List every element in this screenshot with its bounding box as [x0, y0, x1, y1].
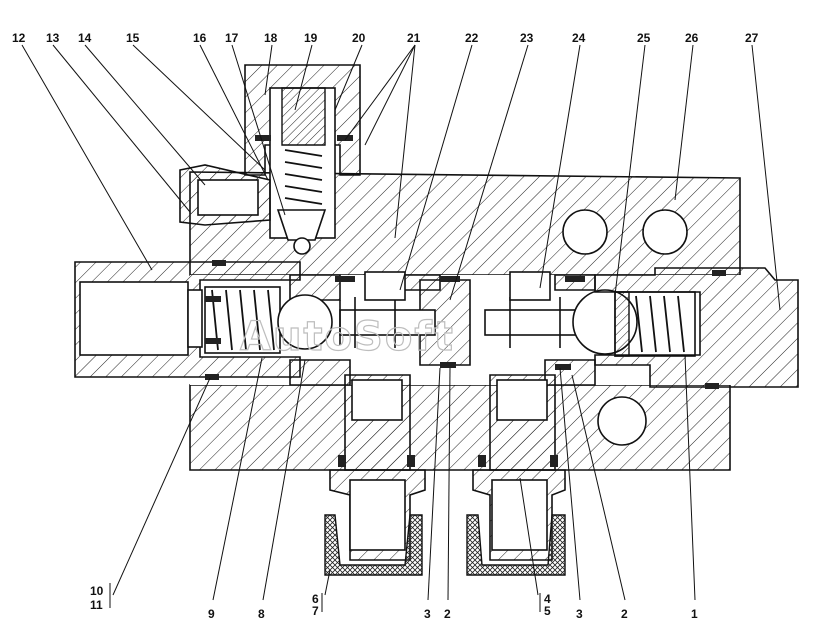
label-6: 6 [312, 592, 319, 606]
watermark-text: AutoSoft [240, 314, 455, 360]
label-12: 12 [12, 31, 26, 45]
label-14: 14 [78, 31, 92, 45]
label-26: 26 [685, 31, 699, 45]
label-15: 15 [126, 31, 140, 45]
label-3-left: 3 [424, 607, 431, 621]
central-spool [339, 279, 581, 366]
label-2-left: 2 [444, 607, 451, 621]
outlet-fitting-left [324, 374, 426, 576]
right-end-cap [594, 267, 799, 389]
label-22: 22 [465, 31, 479, 45]
label-9: 9 [208, 607, 215, 621]
label-16: 16 [193, 31, 207, 45]
label-27: 27 [745, 31, 759, 45]
outlet-fitting-right [466, 374, 566, 576]
label-7: 7 [312, 604, 319, 618]
label-11: 11 [90, 598, 103, 612]
label-24: 24 [572, 31, 586, 45]
label-10: 10 [90, 584, 104, 598]
left-plug [74, 261, 301, 378]
leader-lines [21, 44, 781, 612]
label-18: 18 [264, 31, 278, 45]
label-1: 1 [691, 607, 698, 621]
label-5: 5 [544, 604, 551, 618]
label-17: 17 [225, 31, 239, 45]
label-2-right: 2 [621, 607, 628, 621]
label-8: 8 [258, 607, 265, 621]
label-21: 21 [407, 31, 421, 45]
label-3-right: 3 [576, 607, 583, 621]
label-19: 19 [304, 31, 318, 45]
label-23: 23 [520, 31, 534, 45]
label-25: 25 [637, 31, 651, 45]
label-20: 20 [352, 31, 366, 45]
label-4: 4 [544, 592, 551, 606]
left-ball [277, 294, 333, 350]
side-fitting [179, 164, 271, 226]
relief-valve [244, 64, 361, 255]
label-13: 13 [46, 31, 60, 45]
upper-check-valves [205, 260, 585, 380]
